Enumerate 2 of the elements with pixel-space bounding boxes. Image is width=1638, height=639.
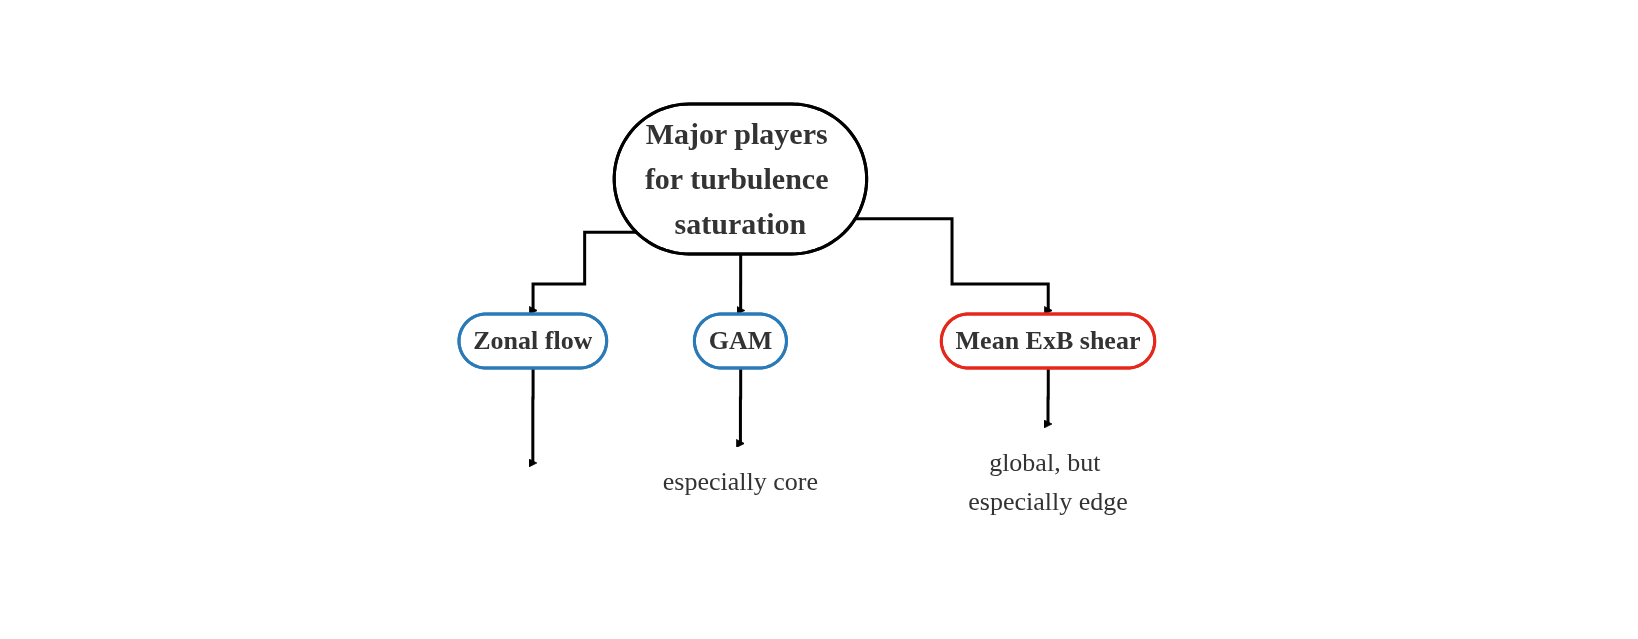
node-text: global, but especially edge xyxy=(968,447,1129,516)
node-text: especially core xyxy=(663,466,819,496)
